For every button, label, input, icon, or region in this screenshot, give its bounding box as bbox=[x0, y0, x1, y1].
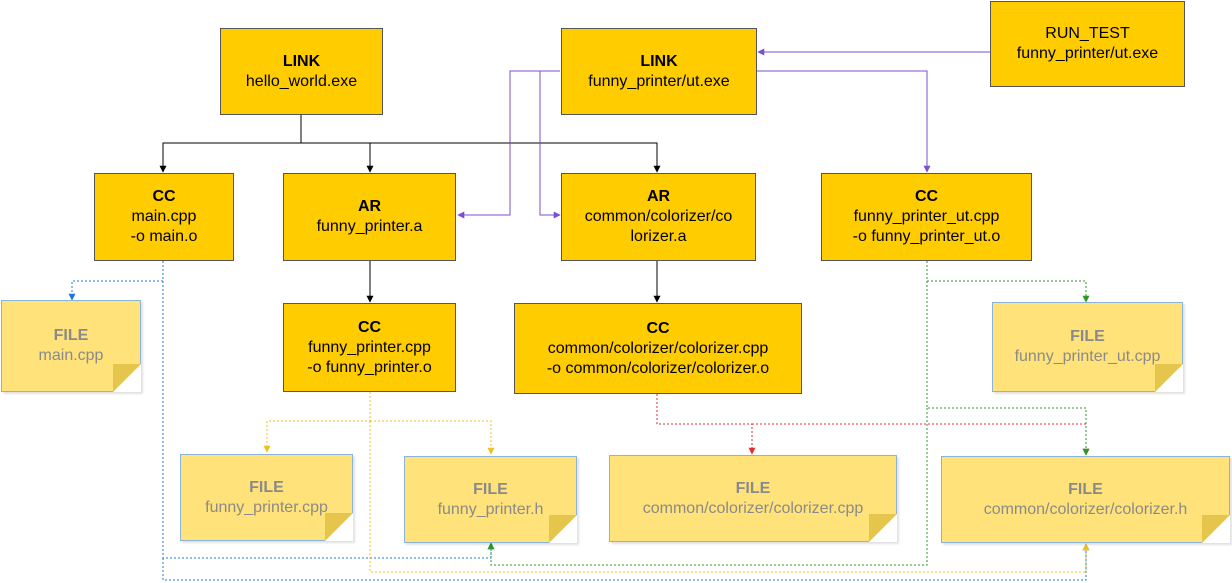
node-kind: FILE bbox=[473, 480, 508, 498]
edge-cc-funny-to-file-funny-h bbox=[370, 420, 495, 455]
edge-link-hello-to-ar-funny bbox=[301, 142, 374, 173]
node-line: -o main.o bbox=[130, 228, 198, 245]
node-line: funny_printer_ut.cpp bbox=[1014, 348, 1161, 365]
node-line: main.cpp bbox=[38, 347, 104, 364]
edge-cc-colorizer-to-file-colorizer-cpp bbox=[656, 394, 756, 455]
edge-cc-colorizer-to-file-colorizer-h bbox=[752, 423, 1090, 456]
edge-link-hello-to-cc-main bbox=[159, 115, 302, 173]
node-cc-funny-printer-ut: CC funny_printer_ut.cpp -o funny_printer… bbox=[821, 173, 1032, 261]
edge-link-hello-to-ar-colorizer bbox=[370, 142, 661, 173]
node-line: -o funny_printer_ut.o bbox=[852, 228, 1001, 245]
node-kind: CC bbox=[357, 318, 382, 336]
node-kind: FILE bbox=[53, 327, 89, 344]
page-fold-icon bbox=[549, 515, 577, 543]
page-fold-icon bbox=[113, 364, 141, 392]
node-kind: FILE bbox=[249, 478, 284, 496]
page-fold-icon bbox=[1202, 515, 1230, 543]
page-fold-icon bbox=[325, 513, 353, 541]
edge-link-ut-to-cc-ut bbox=[757, 70, 931, 173]
node-cc-funny-printer: CC funny_printer.cpp -o funny_printer.o bbox=[283, 303, 456, 392]
edges-link-hello bbox=[159, 115, 661, 303]
node-line: main.cpp bbox=[131, 208, 197, 225]
node-kind: AR bbox=[357, 198, 382, 215]
node-line: funny_printer.cpp bbox=[205, 498, 328, 516]
edges-cc-ut bbox=[487, 261, 1090, 566]
node-kind: FILE bbox=[1068, 480, 1103, 498]
node-line: funny_printer_ut.cpp bbox=[853, 208, 1000, 225]
node-line: funny_printer.cpp bbox=[308, 338, 431, 356]
file-colorizer-h: FILE common/colorizer/colorizer.h bbox=[941, 456, 1230, 543]
file-funny-printer-ut-cpp: FILE funny_printer_ut.cpp bbox=[992, 302, 1183, 392]
node-line: funny_printer/ut.exe bbox=[588, 72, 730, 90]
node-line: common/colorizer/colorizer.cpp bbox=[547, 339, 769, 357]
edges-cc-colorizer bbox=[656, 394, 1090, 456]
edge-cc-ut-to-file-colorizer-h bbox=[926, 281, 1090, 456]
file-funny-printer-cpp: FILE funny_printer.cpp bbox=[180, 454, 353, 541]
node-line: hello_world.exe bbox=[245, 72, 358, 90]
node-ar-colorizer: AR common/colorizer/co lorizer.a bbox=[561, 173, 756, 261]
node-line: common/colorizer/colorizer.cpp bbox=[642, 499, 864, 517]
edge-cc-main-to-file-main bbox=[68, 280, 163, 301]
node-line: funny_printer.h bbox=[437, 500, 544, 518]
node-cc-main: CC main.cpp -o main.o bbox=[94, 173, 234, 261]
edge-link-ut-to-ar-colorizer bbox=[539, 71, 561, 219]
node-kind: CC bbox=[646, 319, 670, 337]
node-kind: LINK bbox=[640, 52, 678, 70]
node-kind: CC bbox=[152, 188, 176, 205]
file-funny-printer-h: FILE funny_printer.h bbox=[404, 456, 577, 543]
file-colorizer-cpp: FILE common/colorizer/colorizer.cpp bbox=[609, 455, 897, 542]
node-line: funny_printer/ut.exe bbox=[1016, 45, 1159, 62]
node-line: lorizer.a bbox=[630, 228, 687, 245]
page-fold-icon bbox=[1155, 364, 1183, 392]
edges-cc-funny bbox=[263, 392, 1090, 573]
file-main-cpp: FILE main.cpp bbox=[1, 300, 141, 392]
edges-link-ut bbox=[457, 48, 990, 219]
edge-cc-funny-to-file-colorizer-h bbox=[369, 421, 1090, 573]
node-link-ut: LINK funny_printer/ut.exe bbox=[561, 28, 757, 115]
node-kind: AR bbox=[646, 188, 671, 205]
edge-cc-funny-to-file-funny-cpp bbox=[263, 392, 371, 453]
node-kind: LINK bbox=[282, 52, 321, 70]
edge-cc-main-to-file-funny-h bbox=[162, 261, 495, 559]
node-link-hello-world: LINK hello_world.exe bbox=[220, 28, 383, 115]
node-kind: CC bbox=[914, 188, 939, 205]
node-run-test: RUN_TEST funny_printer/ut.exe bbox=[990, 1, 1185, 87]
node-line: common/colorizer/co bbox=[584, 208, 733, 225]
node-kind: RUN_TEST bbox=[1045, 25, 1130, 42]
node-ar-funny-printer: AR funny_printer.a bbox=[283, 173, 456, 261]
edges-cc-main bbox=[68, 261, 1090, 581]
node-line: -o common/colorizer/colorizer.o bbox=[546, 359, 770, 377]
node-cc-colorizer: CC common/colorizer/colorizer.cpp -o com… bbox=[514, 303, 802, 394]
edge-cc-main-to-file-colorizer-h bbox=[162, 543, 1090, 581]
node-line: common/colorizer/colorizer.h bbox=[983, 500, 1188, 518]
page-fold-icon bbox=[869, 514, 897, 542]
node-kind: FILE bbox=[1070, 328, 1105, 345]
node-line: -o funny_printer.o bbox=[307, 358, 432, 376]
node-line: funny_printer.a bbox=[316, 218, 423, 235]
node-kind: FILE bbox=[735, 479, 771, 497]
edge-cc-ut-to-file-ut bbox=[926, 261, 1090, 303]
edge-cc-ut-to-file-funny-h bbox=[487, 408, 928, 566]
edge-link-ut-to-ar-funny bbox=[457, 70, 560, 219]
